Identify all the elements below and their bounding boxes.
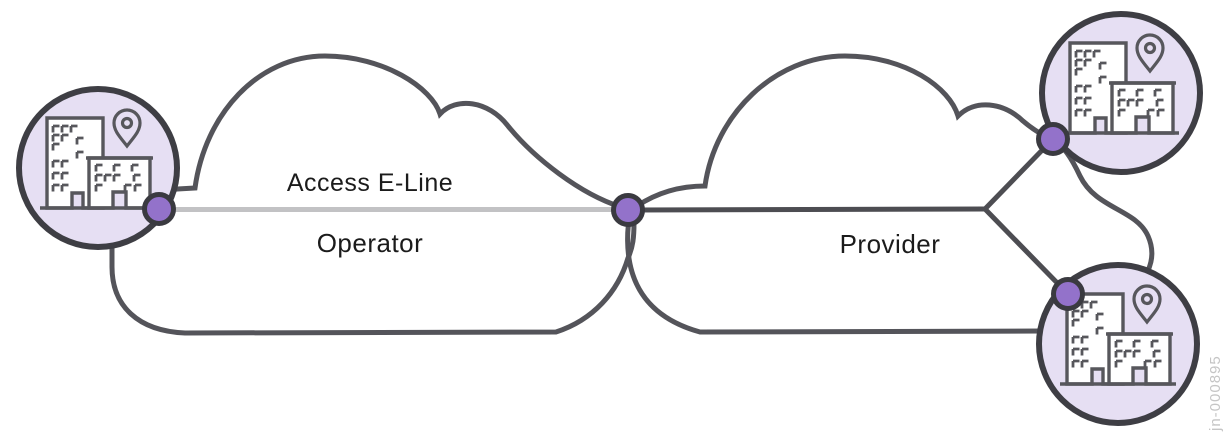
access-e-line-label: Access E-Line (287, 169, 453, 197)
endpoint-node-bottom-right (1051, 277, 1085, 311)
provider-trunk-link (627, 206, 986, 213)
provider-label: Provider (840, 229, 941, 259)
figure-id-watermark: jn-000895 (1207, 355, 1224, 432)
endpoint-node-middle (611, 193, 645, 227)
endpoint-node-top-right (1036, 122, 1070, 156)
operator-label: Operator (317, 228, 424, 258)
endpoint-node-left (142, 192, 176, 226)
provider-cloud (625, 53, 1155, 335)
provider-bottom-branch-link (983, 207, 1070, 296)
provider-links (627, 137, 1070, 296)
